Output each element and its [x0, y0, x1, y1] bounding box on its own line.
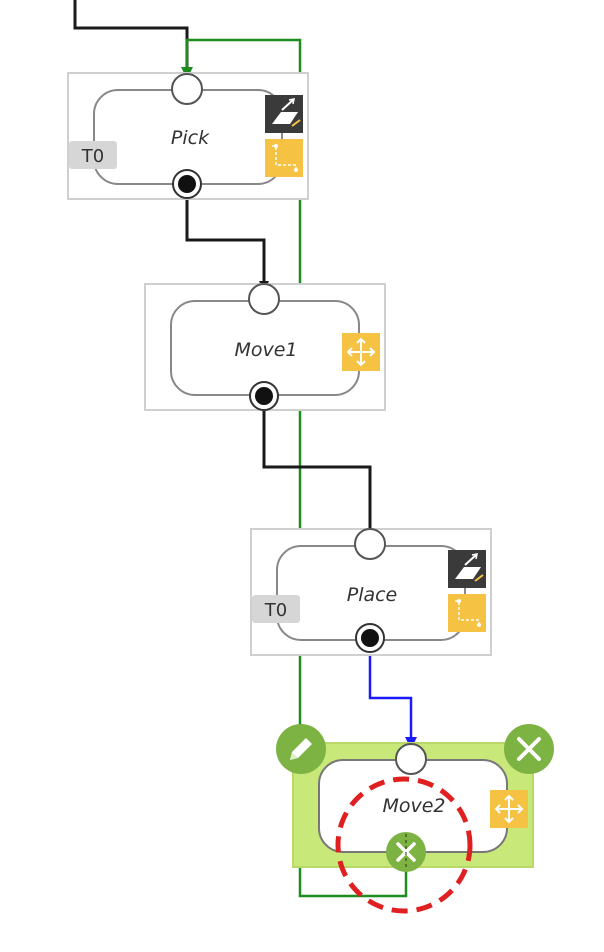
node-move2[interactable]: Move2 [276, 724, 554, 914]
path-icon[interactable] [448, 594, 486, 632]
tool-badge-pick [69, 141, 117, 169]
node-move2-label: Move2 [382, 795, 445, 817]
gripper-icon[interactable] [265, 95, 303, 133]
input-port-pick[interactable] [171, 73, 203, 105]
node-place-label: Place [347, 584, 398, 606]
output-port-place-dot [361, 629, 379, 647]
delete-connection-button[interactable] [386, 832, 426, 872]
connector-incoming[interactable] [73, 0, 189, 82]
move-arrows-icon[interactable] [342, 333, 380, 371]
tool-badge-pick-label: T0 [81, 146, 104, 167]
pencil-icon [290, 738, 312, 760]
close-icon [517, 737, 541, 761]
delete-highlight-ring [335, 776, 473, 914]
connector-place-to-move2[interactable] [368, 649, 417, 749]
edit-node-button[interactable] [276, 724, 326, 774]
node-move1[interactable]: Move1 [144, 283, 386, 411]
path-icon[interactable] [265, 139, 303, 177]
move-arrows-icon[interactable] [490, 790, 528, 828]
remove-node-button[interactable] [504, 724, 554, 774]
input-port-place[interactable] [354, 528, 386, 560]
output-port-move1-dot [255, 387, 273, 405]
input-port-move1[interactable] [248, 283, 280, 315]
node-pick-label: Pick [171, 127, 210, 149]
output-port-pick-dot [178, 175, 196, 193]
node-place[interactable]: Place T0 [250, 528, 492, 656]
tool-badge-place-label: T0 [264, 600, 287, 621]
node-move1-label: Move1 [234, 339, 297, 361]
tool-badge-place [252, 595, 300, 623]
connector-move1-to-place[interactable] [262, 408, 375, 538]
node-pick[interactable]: Pick T0 [67, 72, 309, 200]
input-port-move2[interactable] [395, 743, 427, 775]
gripper-icon[interactable] [448, 550, 486, 588]
connector-pick-to-move1[interactable] [185, 195, 269, 291]
